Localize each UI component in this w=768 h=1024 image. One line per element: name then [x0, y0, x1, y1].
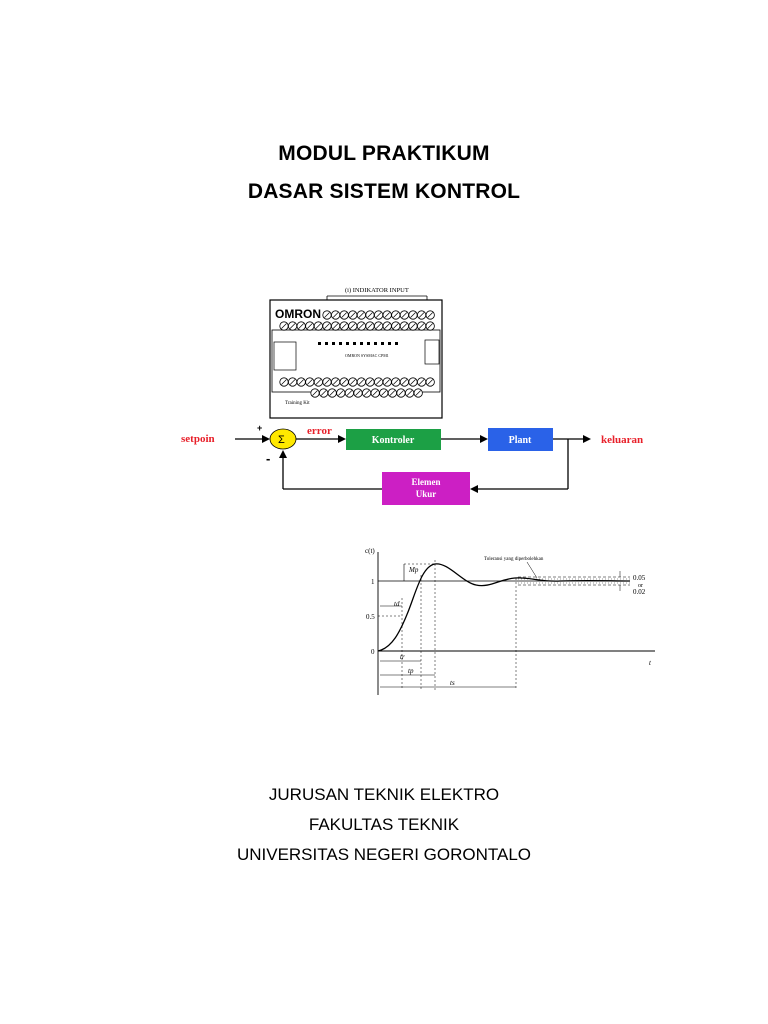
rise-time-label: tr	[400, 653, 405, 661]
indicator-led	[332, 342, 335, 345]
indicator-led	[388, 342, 391, 345]
sensor-label-1: Elemen	[412, 477, 441, 487]
y-axis-label: c(t)	[365, 547, 375, 555]
indicator-led	[381, 342, 384, 345]
footer-department: JURUSAN TEKNIK ELEKTRO	[268, 785, 500, 804]
document-title: MODUL PRAKTIKUM	[278, 142, 490, 165]
indicator-led	[325, 342, 328, 345]
tolerance-label: Toleransi yang diperbolehkan	[484, 557, 544, 562]
indicator-led	[318, 342, 321, 345]
tolerance-002: 0.02	[633, 588, 646, 596]
plant-block	[488, 428, 553, 451]
footer-faculty: FAKULTAS TEKNIK	[308, 815, 460, 834]
control-block-diagram: setpoin + - Σ error Kontroler Plant kelu…	[181, 423, 643, 505]
indicator-led	[339, 342, 342, 345]
plus-sign: +	[257, 423, 262, 433]
indicator-led	[353, 342, 356, 345]
peak-time-label: tp	[408, 667, 414, 675]
y-tick-05: 0.5	[366, 613, 375, 621]
settling-time-label: ts	[450, 679, 455, 687]
tolerance-or: or	[638, 583, 643, 589]
plc-input-terminals	[279, 310, 435, 331]
indicator-led	[346, 342, 349, 345]
y-tick-0: 0	[371, 648, 375, 656]
tolerance-005: 0.05	[633, 574, 646, 582]
plc-output-terminals	[279, 377, 435, 398]
x-axis-label: t	[649, 659, 652, 667]
indicator-led	[374, 342, 377, 345]
plc-model-text: OMRON SYSMAC CPM1	[345, 353, 389, 358]
step-response-plot: c(t) t 1 0.5 0 Mp td tr tp ts Toler	[365, 547, 655, 695]
sensor-label-2: Ukur	[416, 489, 437, 499]
output-label: keluaran	[601, 434, 643, 446]
y-tick-1: 1	[371, 578, 375, 586]
footer-university: UNIVERSITAS NEGERI GORONTALO	[236, 845, 532, 864]
plc-device: (i) INDIKATOR INPUT OMRON OMRON SYSMAC C…	[269, 287, 443, 419]
indicator-led	[367, 342, 370, 345]
indicator-led	[395, 342, 398, 345]
summing-symbol: Σ	[278, 434, 285, 446]
sensor-block	[382, 472, 470, 505]
delay-time-label: td	[394, 600, 400, 608]
document-subtitle: DASAR SISTEM KONTROL	[247, 180, 521, 203]
setpoint-label: setpoin	[181, 433, 215, 445]
controller-block	[346, 429, 441, 450]
response-curve	[377, 563, 631, 652]
minus-sign: -	[266, 451, 270, 466]
indicator-led	[360, 342, 363, 345]
plc-brand-logo: OMRON	[275, 307, 321, 321]
overshoot-label: Mp	[408, 566, 419, 574]
controller-label: Kontroler	[372, 435, 415, 446]
plc-indicator-label: (i) INDIKATOR INPUT	[345, 287, 409, 294]
error-label: error	[307, 425, 332, 437]
plc-trainer-label: Training Kit	[285, 401, 310, 406]
plant-label: Plant	[509, 435, 532, 446]
